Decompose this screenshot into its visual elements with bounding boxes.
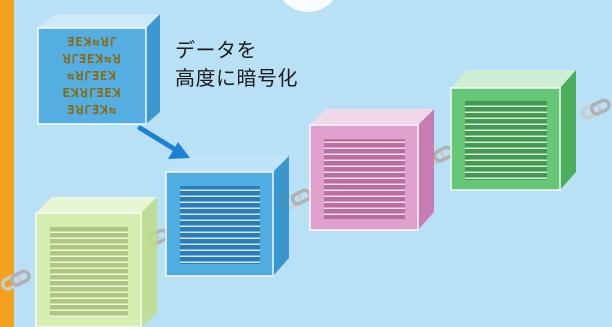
caption-line-1: データを xyxy=(175,38,257,62)
encrypted-line: ƎꓤꓩƎꓘ⇆ xyxy=(66,103,118,117)
chain-link-icon xyxy=(579,96,612,122)
chain-link-icon xyxy=(0,267,33,293)
arrow-icon xyxy=(137,125,190,159)
encrypted-line: ꓤꓩƎEꓘ⇆ꓤ xyxy=(62,52,122,66)
data-cube-icon xyxy=(37,14,160,125)
encrypted-data-text: ƎEꓘ⇆ꓤꓩ ꓤꓩƎEꓘ⇆ꓤ ⇆ꓤꓩƎEꓘ EꓘꓤꓩƎEꓘ ƎꓤꓩƎꓘ⇆ xyxy=(42,34,142,119)
block-cube-icon xyxy=(165,156,289,277)
block-cube-icon xyxy=(309,109,434,231)
encrypted-line: EꓘꓤꓩƎEꓘ xyxy=(62,86,122,100)
block-cube-icon xyxy=(35,197,157,327)
block-cube-icon xyxy=(450,70,576,191)
accent-bar xyxy=(0,0,14,327)
encrypted-line: ⇆ꓤꓩƎEꓘ xyxy=(66,69,118,83)
encrypted-line: ƎEꓘ⇆ꓤꓩ xyxy=(66,35,118,49)
caption-line-2: 高度に暗号化 xyxy=(175,66,298,90)
caption: データを 高度に暗号化 xyxy=(175,36,335,92)
